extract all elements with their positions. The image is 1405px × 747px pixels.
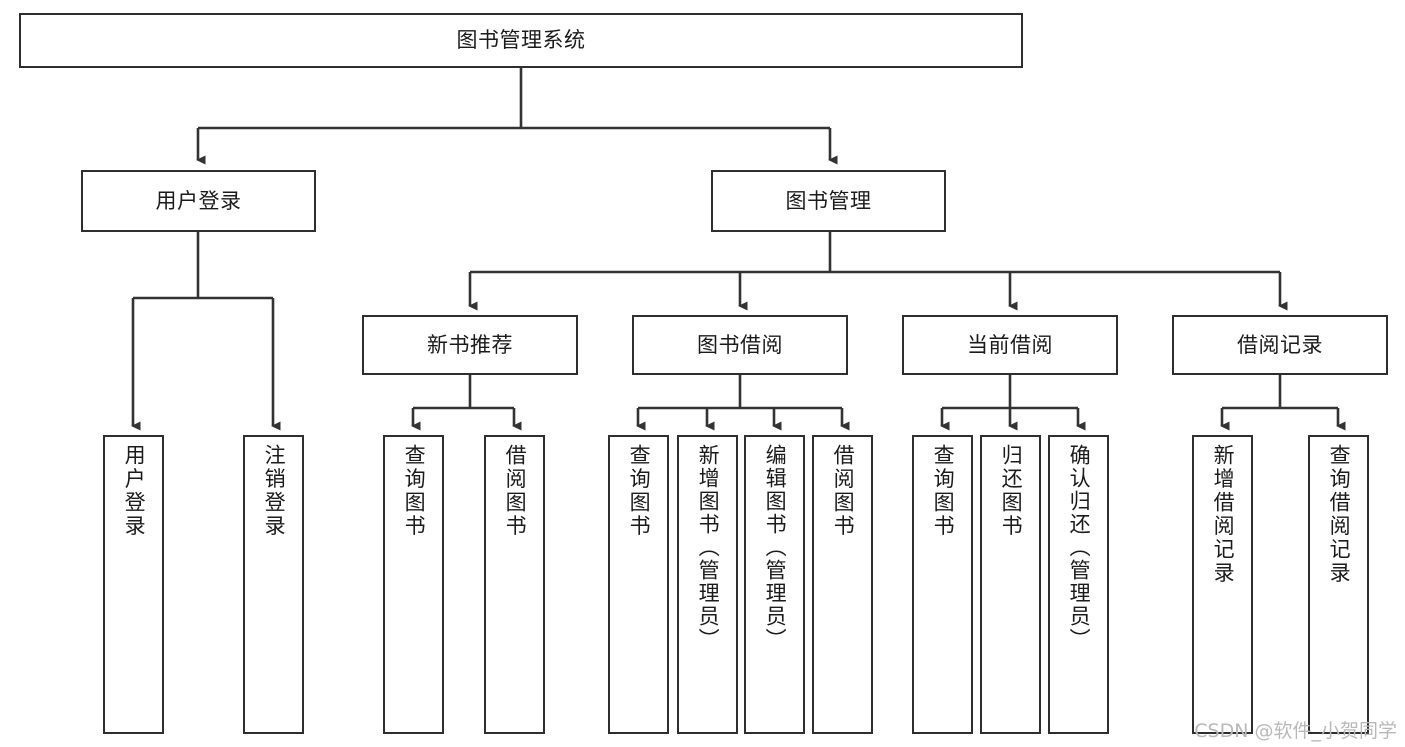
- node-current-borrow[interactable]: 当前借阅: [902, 315, 1118, 375]
- leaf-new-book-borrow-book[interactable]: 借阅图书: [484, 435, 545, 734]
- node-label: 新增图书（管理员）: [696, 444, 721, 651]
- leaf-new-book-query-book[interactable]: 查询图书: [383, 435, 444, 734]
- node-label: 新增借阅记录: [1211, 444, 1236, 585]
- leaf-current-borrow-query-book[interactable]: 查询图书: [912, 435, 973, 734]
- leaf-book-borrow-query-book[interactable]: 查询图书: [608, 435, 669, 734]
- node-label: 注销登录: [262, 444, 287, 538]
- leaf-current-borrow-return-book[interactable]: 归还图书: [980, 435, 1041, 734]
- node-label: 当前借阅: [967, 332, 1053, 357]
- leaf-borrow-record-add-record[interactable]: 新增借阅记录: [1192, 435, 1253, 734]
- node-borrow-record[interactable]: 借阅记录: [1172, 315, 1388, 375]
- node-label: 图书管理: [785, 188, 872, 213]
- node-book-borrow[interactable]: 图书借阅: [632, 315, 848, 375]
- node-label: 编辑图书（管理员）: [763, 444, 788, 651]
- node-label: 查询借阅记录: [1327, 444, 1352, 585]
- node-label: 用户登录: [155, 188, 242, 213]
- node-label: 用户登录: [122, 444, 147, 538]
- node-label: 借阅记录: [1237, 332, 1323, 357]
- leaf-book-borrow-edit-book-admin[interactable]: 编辑图书（管理员）: [744, 435, 805, 734]
- node-new-book-recommend[interactable]: 新书推荐: [362, 315, 578, 375]
- node-label: 借阅图书: [831, 444, 856, 538]
- node-label: 图书借阅: [697, 332, 783, 357]
- leaf-book-borrow-borrow-book[interactable]: 借阅图书: [812, 435, 873, 734]
- node-label: 确认归还（管理员）: [1067, 444, 1092, 651]
- node-label: 归还图书: [999, 444, 1024, 538]
- leaf-current-borrow-confirm-return-admin[interactable]: 确认归还（管理员）: [1048, 435, 1109, 734]
- leaf-user-login-signin[interactable]: 用户登录: [103, 435, 164, 734]
- leaf-borrow-record-query-record[interactable]: 查询借阅记录: [1308, 435, 1369, 734]
- leaf-book-borrow-add-book-admin[interactable]: 新增图书（管理员）: [677, 435, 738, 734]
- csdn-watermark: CSDN @软件_小贺同学: [1194, 720, 1397, 742]
- leaf-user-login-signout[interactable]: 注销登录: [243, 435, 304, 734]
- node-user-login[interactable]: 用户登录: [81, 170, 316, 232]
- node-label: 图书管理系统: [456, 28, 586, 53]
- node-label: 查询图书: [931, 444, 956, 538]
- node-label: 新书推荐: [427, 332, 513, 357]
- node-root-book-management-system[interactable]: 图书管理系统: [19, 13, 1023, 68]
- node-label: 借阅图书: [503, 444, 528, 538]
- node-book-management[interactable]: 图书管理: [711, 170, 946, 232]
- node-label: 查询图书: [402, 444, 427, 538]
- node-label: 查询图书: [627, 444, 652, 538]
